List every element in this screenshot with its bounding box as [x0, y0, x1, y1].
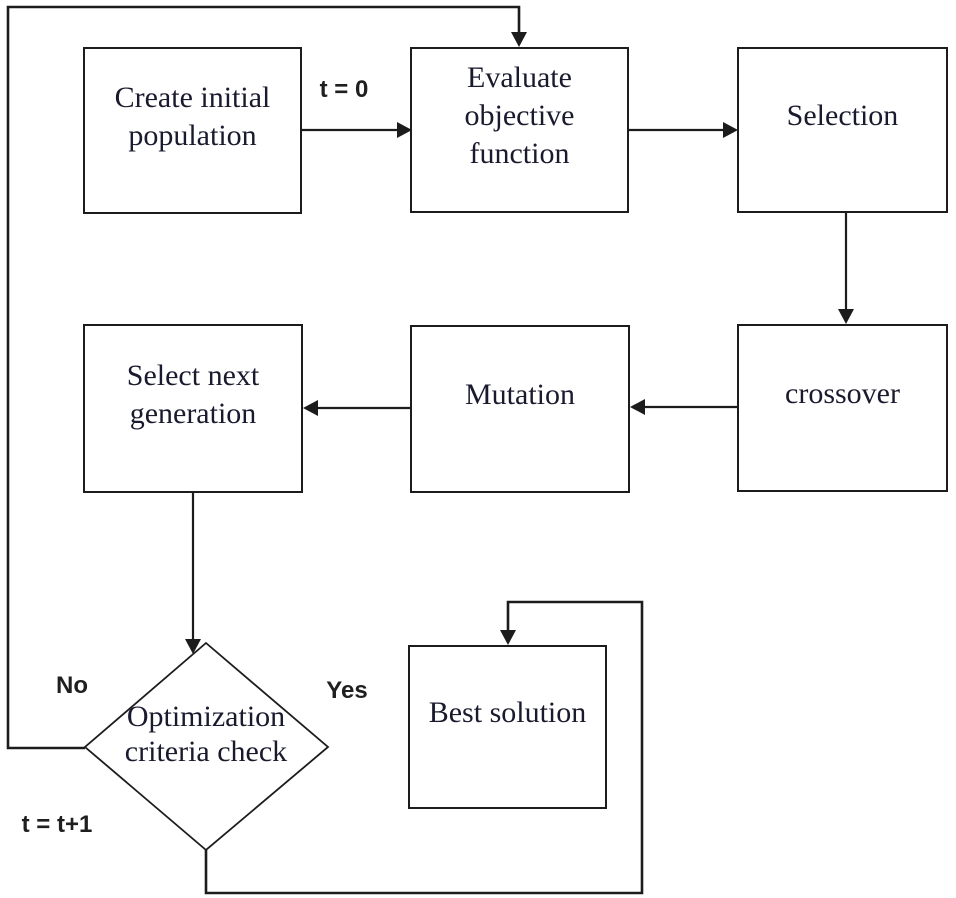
edge-label-t-increment: t = t+1	[21, 811, 93, 838]
node-label: Select next generation	[126, 358, 260, 430]
node-label: Mutation	[465, 378, 575, 411]
arrowhead-down-icon	[185, 639, 201, 654]
edge-selectnext-to-decision	[185, 493, 201, 654]
decision-optimization-criteria-label: Optimization criteria check	[124, 700, 288, 768]
arrowhead-left-icon	[630, 399, 645, 415]
arrowhead-left-icon	[303, 400, 318, 416]
arrowhead-right-icon	[397, 122, 412, 138]
arrowhead-down-icon	[511, 32, 527, 47]
node-crossover: crossover	[737, 324, 948, 492]
edge-label-t-zero: t = 0	[319, 76, 369, 103]
node-label: Evaluate objective function	[464, 61, 575, 170]
edge-yes-loop	[204, 600, 644, 895]
edge-label-yes: Yes	[326, 677, 368, 704]
node-label: Selection	[786, 99, 899, 132]
node-best-solution: Best solution	[408, 645, 607, 809]
arrowhead-down-icon	[500, 630, 516, 645]
edge-mutation-to-selectnext	[303, 400, 410, 416]
node-mutation: Mutation	[410, 325, 630, 493]
edge-selection-to-crossover	[838, 213, 854, 324]
node-selection: Selection	[737, 47, 948, 213]
edge-crossover-to-mutation	[630, 399, 737, 415]
edge-label-no: No	[56, 672, 88, 699]
edge-no-loop	[6, 5, 527, 750]
node-label: crossover	[785, 377, 900, 410]
node-select-next-generation: Select next generation	[83, 324, 303, 493]
arrowhead-down-icon	[838, 309, 854, 324]
node-label: Best solution	[428, 696, 587, 729]
node-evaluate-objective-function: Evaluate objective function	[410, 47, 629, 213]
edge-evaluate-to-selection	[629, 122, 738, 138]
edge-create-to-evaluate	[302, 122, 412, 138]
node-create-initial-population: Create initial population	[83, 47, 302, 214]
arrowhead-right-icon	[723, 122, 738, 138]
node-label: Create initial population	[114, 80, 271, 152]
